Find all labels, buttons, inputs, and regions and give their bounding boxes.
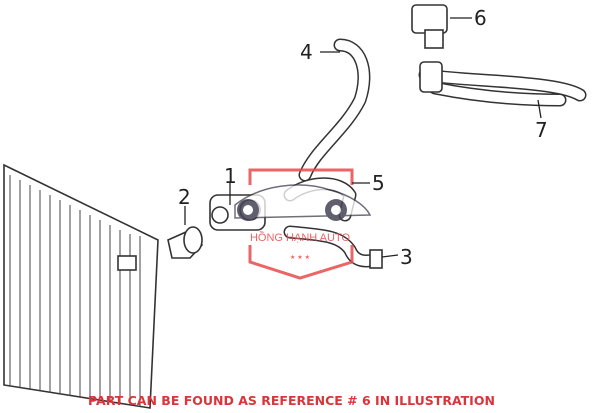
part-7-hose [418,61,587,107]
part-2-fitting [167,226,203,259]
condenser [3,163,159,409]
callout-1: 1 [224,164,237,188]
callout-3: 3 [400,245,413,269]
reference-caption: PART CAN BE FOUND AS REFERENCE # 6 IN IL… [88,393,495,408]
leader-lines [184,17,542,258]
callout-4: 4 [300,40,313,64]
watermark-text: HỒNG HẠNH AUTO [250,231,350,244]
callout-2: 2 [178,185,191,209]
watermark-logo: HỒNG HẠNH AUTO ★ ★ ★ [234,168,372,280]
part-4-hose [298,38,371,182]
callout-5: 5 [372,171,385,195]
part-6-valve [411,4,448,49]
watermark-stars: ★ ★ ★ [290,254,310,261]
callout-6: 6 [474,6,487,30]
part-3-hose [283,225,383,269]
callout-7: 7 [535,118,548,142]
